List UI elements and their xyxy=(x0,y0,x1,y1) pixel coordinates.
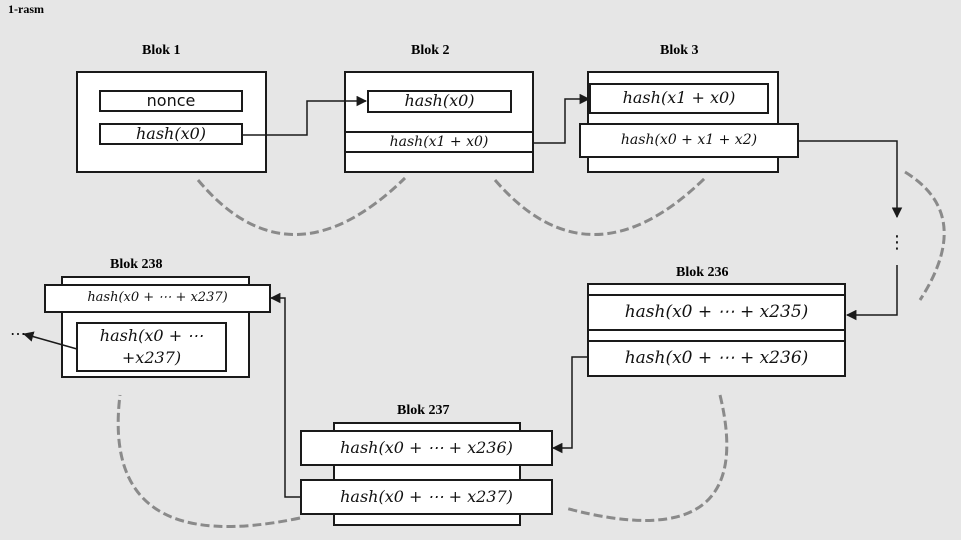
block-238-hash-label-1: hash(x0 + ⋯ xyxy=(99,325,204,345)
chain-b3-b236 xyxy=(904,170,946,301)
figure-caption: 1-rasm xyxy=(8,2,44,16)
block-1-hash-field xyxy=(99,123,243,145)
block-2-prev-label: hash(x0) xyxy=(404,91,475,111)
block-1-nonce-label: nonce xyxy=(146,90,196,110)
block-238-hash-field xyxy=(76,322,227,372)
arrow-b237-b238 xyxy=(269,292,301,498)
continuation-dots: ⋮ xyxy=(888,231,906,253)
block-2-prev-field xyxy=(367,90,512,113)
chain-b237-b238 xyxy=(116,394,301,528)
block-238-prev-label: hash(x0 + ⋯ + x237) xyxy=(87,290,228,306)
block-236-title: Blok 236 xyxy=(676,265,729,280)
block-237-prev-label: hash(x0 + ⋯ + x236) xyxy=(340,437,513,457)
block-2-title: Blok 2 xyxy=(411,43,450,58)
block-236-hash-field xyxy=(587,340,846,377)
arrow-b2-b3 xyxy=(533,93,591,144)
chain-b1-b2 xyxy=(196,176,407,236)
block-237 xyxy=(300,422,553,526)
block-3-hash-field xyxy=(579,123,799,158)
block-1-frame xyxy=(76,71,267,173)
block-237-hash-label: hash(x0 + ⋯ + x237) xyxy=(340,486,513,506)
block-236-hash-label: hash(x0 + ⋯ + x236) xyxy=(624,347,809,368)
arrow-to-b236 xyxy=(845,265,898,321)
block-2-hash-label: hash(x1 + x0) xyxy=(389,133,489,150)
block-237-title: Blok 237 xyxy=(397,403,450,418)
chain-b2-b3 xyxy=(493,176,707,236)
block-2 xyxy=(344,71,534,173)
block-238-hash-label-2: +x237) xyxy=(121,347,182,367)
block-236-prev-field xyxy=(587,294,846,331)
block-3 xyxy=(579,71,799,173)
arrow-b1-b2 xyxy=(242,95,368,136)
arrow-b3-down xyxy=(798,140,903,219)
block-236 xyxy=(587,283,846,377)
arrow-b238-out xyxy=(22,331,78,350)
block-238-title: Blok 238 xyxy=(110,257,163,272)
connectors xyxy=(22,93,903,498)
block-1-hash-label: hash(x0) xyxy=(135,123,207,143)
trailing-dots: … xyxy=(10,319,26,339)
block-238 xyxy=(44,276,271,378)
block-236-prev-label: hash(x0 + ⋯ + x235) xyxy=(624,301,809,322)
block-3-title: Blok 3 xyxy=(660,43,699,58)
arrow-b236-b237 xyxy=(551,356,588,454)
block-3-prev-label: hash(x1 + x0) xyxy=(622,88,736,108)
block-3-prev-field xyxy=(589,83,769,114)
block-237-prev-field xyxy=(300,430,553,466)
chain-links xyxy=(116,170,946,528)
block-3-hash-label: hash(x0 + x1 + x2) xyxy=(620,132,758,149)
block-1-title: Blok 1 xyxy=(142,43,181,58)
chain-b236-b237 xyxy=(564,394,729,522)
block-2-frame xyxy=(344,71,534,173)
block-1 xyxy=(76,71,267,173)
block-1-nonce-field xyxy=(99,90,243,112)
